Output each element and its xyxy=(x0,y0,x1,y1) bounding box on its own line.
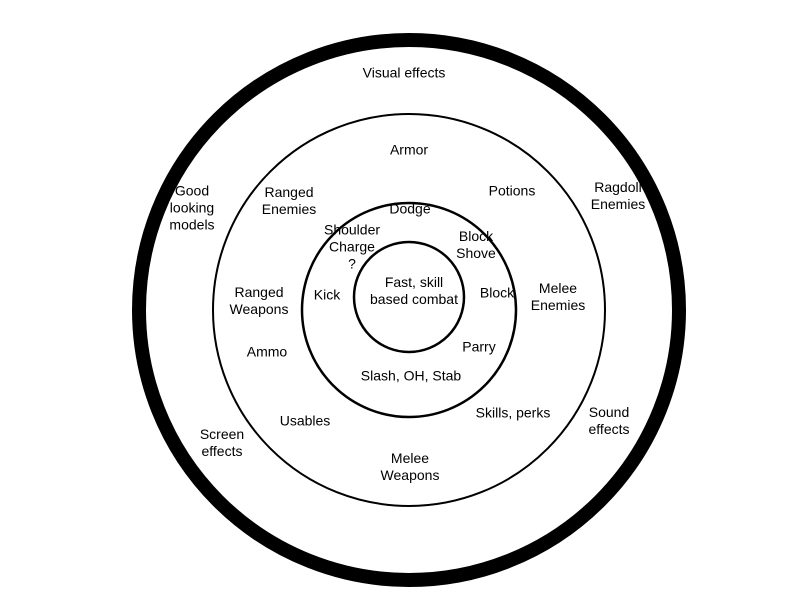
middle-label-ammo: Ammo xyxy=(246,343,288,360)
inner-label-shoulder-charge: Shoulder Charge ? xyxy=(323,221,381,272)
middle-label-melee-enemies: Melee Enemies xyxy=(530,280,586,313)
inner-label-dodge: Dodge xyxy=(389,200,431,217)
outer-label-screen-effects: Screen effects xyxy=(199,426,245,459)
middle-label-usables: Usables xyxy=(279,412,331,429)
middle-label-ranged-weapons: Ranged Weapons xyxy=(229,284,289,317)
center-label: Fast, skill based combat xyxy=(370,274,458,307)
inner-label-slash-oh-stab: Slash, OH, Stab xyxy=(360,367,462,384)
middle-label-ranged-enemies: Ranged Enemies xyxy=(261,184,317,217)
inner-label-block: Block xyxy=(479,284,515,301)
middle-label-melee-weapons: Melee Weapons xyxy=(380,450,440,483)
outer-label-visual-effects: Visual effects xyxy=(362,64,446,81)
middle-ring xyxy=(212,113,606,507)
middle-label-armor: Armor xyxy=(389,141,429,158)
inner-ring xyxy=(300,201,518,419)
center-ring xyxy=(352,240,466,354)
middle-label-potions: Potions xyxy=(488,182,536,199)
outer-label-sound-effects: Sound effects xyxy=(588,404,630,437)
outer-label-good-looking-models: Good looking models xyxy=(169,182,215,233)
outer-label-ragdoll-enemies: Ragdoll Enemies xyxy=(590,179,646,212)
outer-ring xyxy=(132,33,686,587)
middle-label-skills-perks: Skills, perks xyxy=(475,404,551,421)
inner-label-block-shove: Block Shove xyxy=(456,228,496,261)
inner-label-parry: Parry xyxy=(462,338,496,355)
inner-label-kick: Kick xyxy=(313,286,341,303)
